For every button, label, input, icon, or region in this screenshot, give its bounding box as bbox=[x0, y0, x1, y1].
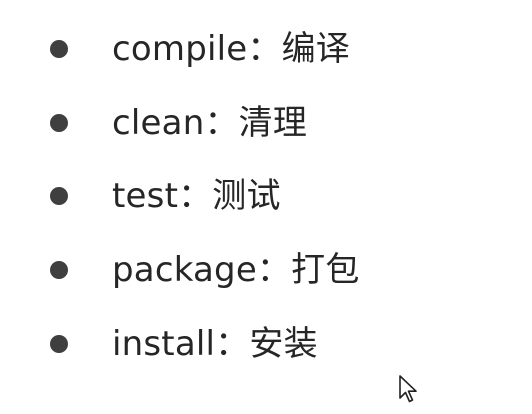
list-item-text: test：测试 bbox=[112, 176, 281, 216]
list-item-text: package：打包 bbox=[112, 250, 360, 290]
list-item-text: install：安装 bbox=[112, 324, 318, 364]
bullet-icon bbox=[50, 187, 68, 205]
list-item-text: clean：清理 bbox=[112, 103, 308, 143]
list-item-test: test：测试 bbox=[0, 171, 532, 221]
bullet-icon bbox=[50, 40, 68, 58]
list-item-compile: compile：编译 bbox=[0, 24, 532, 74]
list-item-install: install：安装 bbox=[0, 319, 532, 369]
list-item-text: compile：编译 bbox=[112, 29, 351, 69]
list-item-clean: clean：清理 bbox=[0, 98, 532, 148]
list-item-package: package：打包 bbox=[0, 245, 532, 295]
bullet-icon bbox=[50, 114, 68, 132]
bullet-icon bbox=[50, 261, 68, 279]
bullet-icon bbox=[50, 335, 68, 353]
arrow-pointer-icon bbox=[399, 375, 417, 403]
